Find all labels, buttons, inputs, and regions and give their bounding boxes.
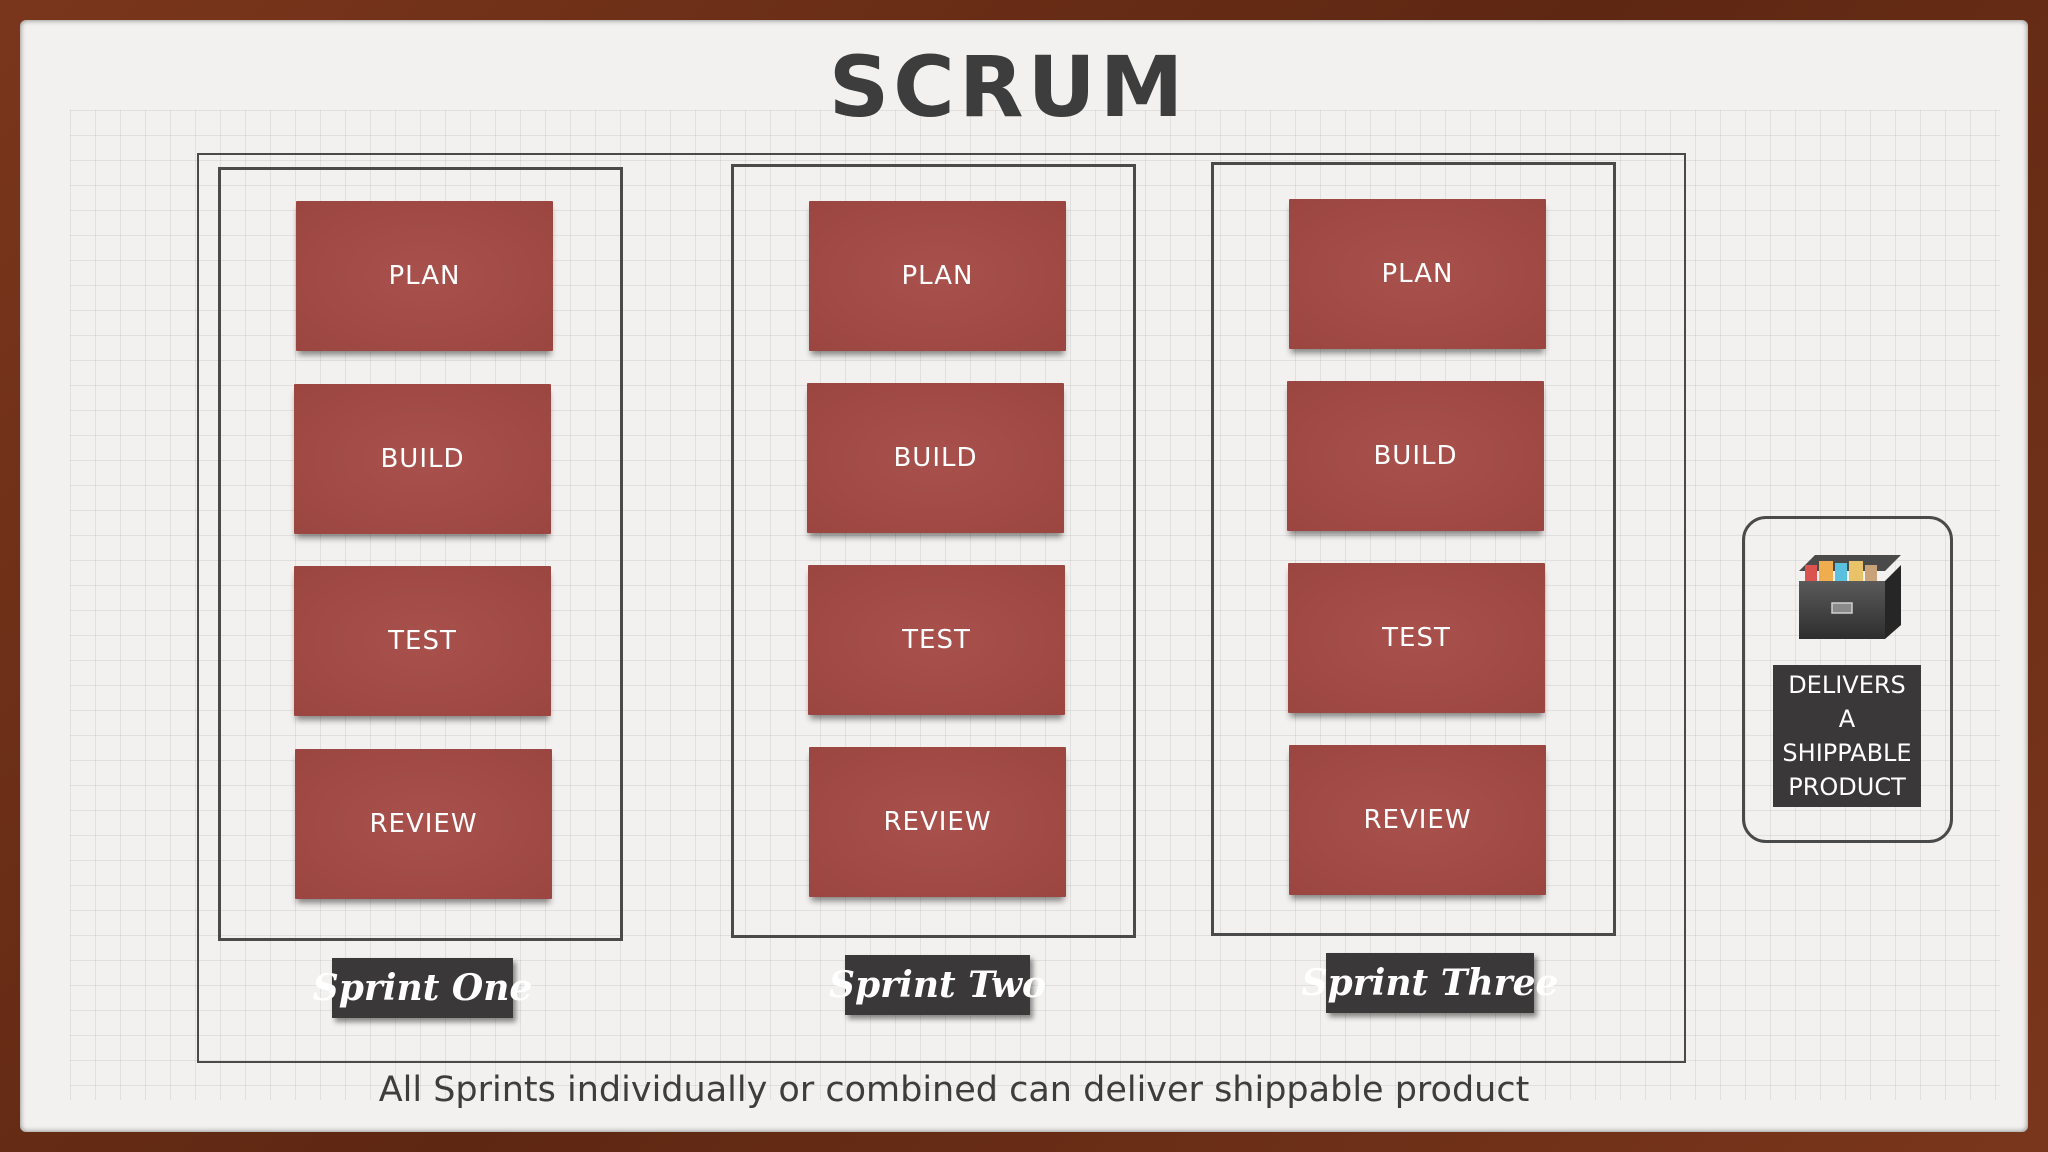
deliverable-line: DELIVERS [1788,671,1906,699]
sprint-one-review-card: REVIEW [295,749,552,899]
sprint-one-test-card: TEST [294,566,551,716]
paper-background: SCRUM PLAN BUILD TEST REVIEW Sprint One … [20,20,2028,1132]
deliverable-line: A [1838,705,1856,733]
sprint-three-test-card: TEST [1288,563,1545,713]
sprint-three-plan-card: PLAN [1289,199,1546,349]
sprint-two-review-card: REVIEW [809,747,1066,897]
deliverable-line: PRODUCT [1788,773,1906,801]
sprint-one-build-card: BUILD [294,384,551,534]
sprint-two-label: Sprint Two [829,955,1046,1015]
sprint-one-box [218,167,623,941]
caption: All Sprints individually or combined can… [378,1070,1530,1110]
deliverable-box: DELIVERS A SHIPPABLE PRODUCT [1742,516,1953,843]
release-outline [197,153,1686,1063]
sprint-three-box [1211,162,1616,936]
page-title: SCRUM [828,38,1188,136]
sprint-three-review-card: REVIEW [1289,745,1546,895]
file-cabinet-icon [1799,555,1901,639]
sprint-two-plan-card: PLAN [809,201,1066,351]
deliverable-line: SHIPPABLE [1782,739,1912,767]
sprint-one-label: Sprint One [313,958,532,1018]
sprint-two-test-card: TEST [808,565,1065,715]
sprint-two-box [731,164,1136,938]
sprint-three-label: Sprint Three [1302,953,1558,1013]
sprint-two-build-card: BUILD [807,383,1064,533]
sprint-three-build-card: BUILD [1287,381,1544,531]
deliverable-label: DELIVERS A SHIPPABLE PRODUCT [1773,665,1921,807]
sprint-one-plan-card: PLAN [296,201,553,351]
